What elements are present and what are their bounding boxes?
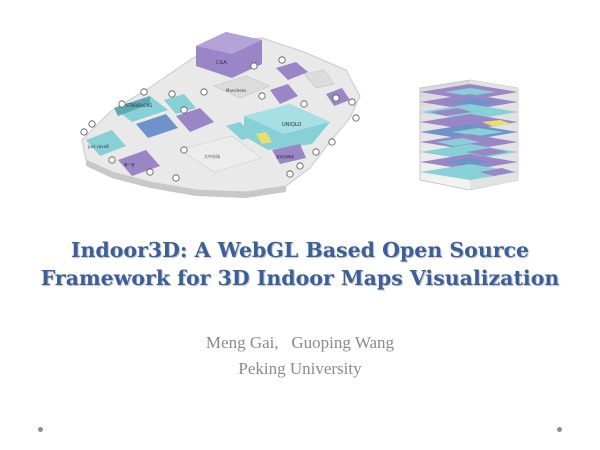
toilet-icon: [200, 88, 208, 96]
stairs-icon: [140, 88, 148, 96]
affiliation: Peking University: [238, 359, 362, 378]
escalator-icon: [352, 114, 360, 122]
floor-slab: [420, 164, 518, 180]
toilet-icon: [80, 128, 88, 136]
label-just-cavalli: just cavalli: [87, 144, 109, 149]
elevator-icon: [328, 138, 336, 146]
atm-icon: [180, 106, 188, 114]
atm-icon: [286, 170, 294, 178]
stairs-icon: [180, 146, 188, 154]
label-ca: C&A: [216, 60, 227, 66]
label-shop-b: 宜利然绅南: [276, 154, 294, 159]
store-block-left-purple-2: [136, 114, 178, 138]
label-starbucks: STARBUCKS: [126, 103, 152, 109]
info-icon: [168, 90, 176, 98]
author-block: Meng Gai, Guoping Wang Peking University: [0, 330, 600, 382]
escalator-icon: [88, 120, 96, 128]
central-hall: [179, 135, 263, 173]
escalator-icon: [146, 168, 154, 176]
label-munchens: Munchens: [226, 88, 246, 93]
store-block-right-2: [270, 84, 298, 104]
label-hall: 大中庆场: [204, 153, 220, 159]
store-block-munchens: [213, 75, 271, 99]
store-block-left-purple-1: [176, 108, 214, 132]
hero-illustration: C&A Munchens UNIQLO 宜利然绅南 STARBUCKS: [80, 32, 519, 198]
map-icons: [80, 56, 360, 182]
author-names: Meng Gai, Guoping Wang: [205, 333, 395, 352]
store-block-shop-b: [272, 144, 306, 164]
building-floors: [420, 84, 518, 180]
store-block-right-3: [303, 69, 335, 89]
slide-title-line-2: Framework for 3D Indoor Maps Visualizati…: [40, 266, 560, 290]
store-block-cavalli: [86, 130, 126, 156]
store-block-starbucks: [114, 96, 168, 122]
floor-slab: [420, 104, 518, 120]
stairs-icon: [312, 148, 320, 156]
elevator-icon: [278, 56, 286, 64]
footer-dot-right: [557, 427, 562, 432]
floor-map: C&A Munchens UNIQLO 宜利然绅南 STARBUCKS: [80, 32, 361, 198]
label-uniqlo: UNIQLO: [282, 122, 301, 128]
floor-slab: [420, 94, 518, 110]
floor-slab: [420, 134, 518, 150]
store-block-strip: [226, 122, 256, 140]
info-icon: [296, 162, 304, 170]
info-icon: [300, 100, 308, 108]
escalator-icon: [250, 62, 258, 70]
atm-icon: [332, 94, 340, 102]
floor-slab: [420, 114, 518, 130]
floor-slab: [420, 144, 518, 160]
building-model: [419, 79, 519, 191]
toilet-icon: [348, 98, 356, 106]
elevator-icon: [108, 156, 116, 164]
footer-dot-left: [38, 427, 43, 432]
slide-title: Indoor3D: A WebGL Based Open Source Fram…: [0, 236, 600, 292]
toilet-icon: [172, 174, 180, 182]
floor-slab: [420, 154, 518, 170]
floor-slab: [420, 124, 518, 140]
store-block-right-1: [276, 62, 308, 80]
label-shop-a: 第一室: [124, 162, 135, 167]
stairs-icon: [258, 92, 266, 100]
store-block-left-teal: [164, 94, 196, 114]
slide-title-line-1: Indoor3D: A WebGL Based Open Source: [70, 238, 530, 262]
store-block-yellow: [256, 132, 272, 144]
elevator-icon: [118, 100, 126, 108]
floor-slab: [420, 84, 518, 100]
